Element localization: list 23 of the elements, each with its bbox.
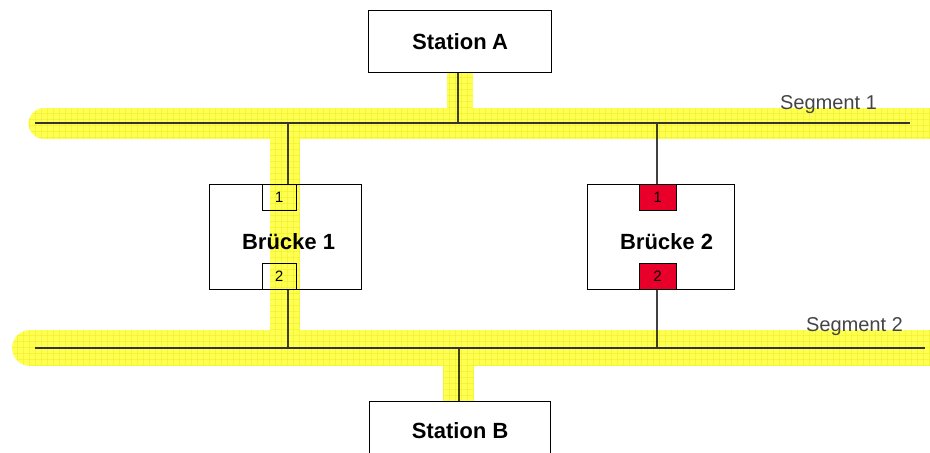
bridge-box — [209, 184, 362, 290]
connector-line — [287, 123, 289, 184]
port-box — [262, 262, 296, 290]
connector-line — [457, 73, 459, 123]
port-number: 2 — [653, 268, 662, 284]
bridge-label: Brücke 2 — [620, 229, 713, 255]
port-box — [262, 184, 296, 210]
segment-line — [35, 347, 925, 349]
station-box — [368, 10, 552, 73]
connector-line — [656, 290, 658, 348]
connector-line — [287, 290, 289, 348]
port-number: 2 — [274, 268, 284, 284]
port-box — [638, 184, 676, 210]
station-box — [369, 401, 551, 453]
station-label: Station A — [412, 28, 508, 54]
station-label: Station B — [412, 418, 508, 444]
port-number: 1 — [274, 190, 284, 204]
connector-line — [458, 348, 460, 401]
connector-line — [656, 123, 658, 184]
bridge-box — [587, 184, 735, 290]
port-box — [638, 262, 676, 290]
port-number: 1 — [653, 190, 662, 204]
segment-line — [35, 122, 910, 124]
